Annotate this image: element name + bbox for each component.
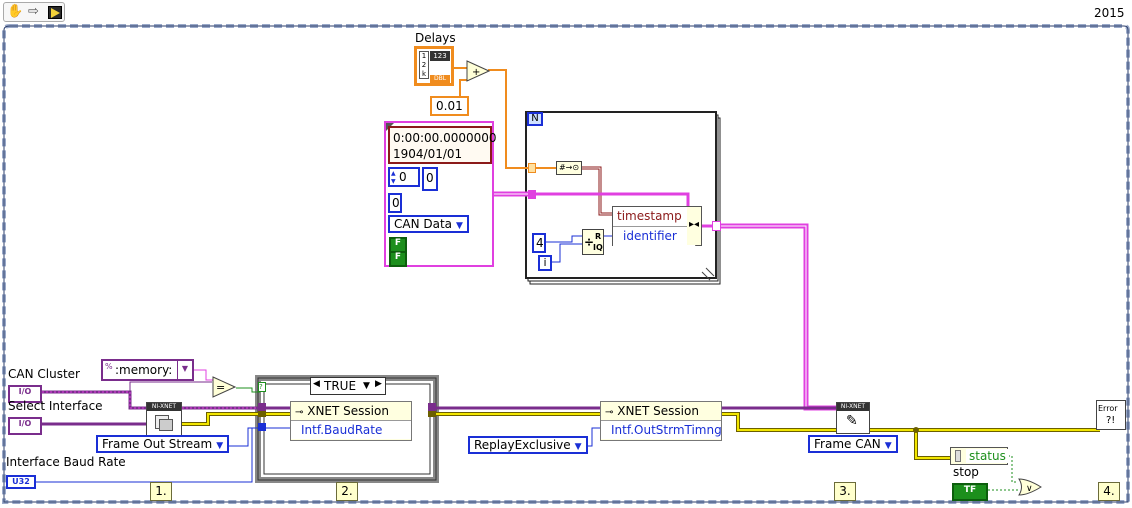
offset-constant[interactable]: 0.01 bbox=[430, 96, 469, 116]
baudrate-property-node[interactable]: ⊸ XNET Session Intf.BaudRate bbox=[290, 401, 412, 441]
case-tunnel-bool: ? bbox=[258, 382, 266, 392]
numeric-indicator-b[interactable]: 0 bbox=[422, 167, 438, 191]
property-baudrate[interactable]: Intf.BaudRate bbox=[291, 420, 411, 439]
interface-baud-rate-label: Interface Baud Rate bbox=[6, 455, 126, 469]
case-tunnel-error-out bbox=[428, 411, 436, 417]
baud-rate-terminal[interactable]: U32 bbox=[6, 475, 36, 489]
replay-exclusive-ring[interactable]: ReplayExclusive▼ bbox=[468, 436, 588, 454]
equal-function[interactable]: = bbox=[212, 376, 237, 398]
property-node-icon: ⊸ bbox=[295, 407, 304, 418]
boolean-constant-b[interactable]: F bbox=[389, 251, 407, 267]
arrow-icon[interactable]: ⇨ bbox=[28, 4, 39, 19]
run-icon[interactable] bbox=[48, 6, 62, 19]
outstrmtimng-property-node[interactable]: ⊸ XNET Session Intf.OutStrmTimng bbox=[600, 401, 722, 441]
stop-label: stop bbox=[953, 465, 979, 479]
svg-text:+: + bbox=[472, 67, 480, 78]
pencil-icon: ✎ bbox=[846, 413, 858, 429]
step-2-label: 2. bbox=[336, 482, 358, 501]
for-loop-count-terminal[interactable]: N bbox=[527, 112, 543, 126]
select-interface-terminal[interactable]: I/O bbox=[8, 417, 42, 435]
loop-tunnel-dbl bbox=[528, 163, 536, 173]
select-interface-label: Select Interface bbox=[8, 399, 103, 413]
toolbar: ✋ ⇨ 2015 bbox=[0, 0, 1132, 24]
property-node-class-2: XNET Session bbox=[617, 404, 699, 418]
divisor-constant[interactable]: 4 bbox=[532, 233, 546, 253]
add-function[interactable]: + bbox=[466, 60, 491, 82]
dbl-to-timestamp-function[interactable]: #→⊙ bbox=[556, 161, 582, 175]
step-1-label: 1. bbox=[150, 482, 172, 501]
property-node-icon-2: ⊸ bbox=[605, 407, 614, 418]
delays-label: Delays bbox=[415, 31, 456, 45]
or-function[interactable]: ∨ bbox=[1018, 478, 1042, 496]
timestamp-value: 0:00:00.0000000 bbox=[393, 131, 497, 145]
can-data-ring[interactable]: CAN Data▼ bbox=[388, 215, 469, 233]
can-cluster-label: CAN Cluster bbox=[8, 367, 80, 381]
property-outstrmtimng[interactable]: Intf.OutStrmTimng bbox=[601, 420, 722, 439]
property-node-class: XNET Session bbox=[307, 404, 389, 418]
error-label: Error bbox=[1098, 404, 1118, 413]
step-3-label: 3. bbox=[834, 482, 856, 501]
stop-button-terminal[interactable]: TF bbox=[952, 483, 988, 501]
can-cluster-constant[interactable]: 0:00:00.0000000 1904/01/01 ▲▼ 0 0 0 CAN … bbox=[384, 121, 497, 267]
loop-tunnel-cluster bbox=[528, 190, 536, 199]
status-unbundle[interactable]: status bbox=[950, 447, 1009, 465]
xnet-create-session-vi[interactable]: NI-XNET bbox=[146, 402, 182, 436]
error-handler-vi[interactable]: Error ?! bbox=[1096, 400, 1126, 430]
output-tunnel-array bbox=[712, 221, 721, 231]
dbl-badge: DBL bbox=[430, 75, 450, 83]
case-tunnel-error-in bbox=[258, 411, 266, 417]
iteration-terminal: i bbox=[538, 255, 552, 271]
case-tunnel-session-out bbox=[428, 403, 436, 411]
version-year: 2015 bbox=[1094, 6, 1125, 20]
bundle-field-identifier[interactable]: identifier bbox=[613, 227, 696, 246]
memory-constant[interactable]: % :memory: ▼ bbox=[101, 359, 194, 381]
case-tunnel-session-in bbox=[258, 403, 266, 411]
svg-text:=: = bbox=[216, 381, 225, 394]
bundle-by-name-node[interactable]: timestamp identifier ▸◂ bbox=[612, 206, 702, 246]
status-field: status bbox=[966, 449, 1009, 463]
quotient-remainder-function[interactable]: ÷ R IQ bbox=[582, 229, 604, 255]
numeric-indicator-c[interactable]: 0 bbox=[388, 193, 402, 213]
step-4-label: 4. bbox=[1098, 482, 1120, 501]
hand-icon[interactable]: ✋ bbox=[7, 4, 24, 19]
warning-icon: ?! bbox=[1106, 415, 1116, 426]
xnet-write-frame-vi[interactable]: NI-XNET ✎ bbox=[836, 402, 870, 434]
bundle-field-timestamp[interactable]: timestamp bbox=[613, 207, 690, 227]
tool-palette[interactable]: ✋ ⇨ bbox=[3, 2, 65, 22]
can-cluster-terminal[interactable]: I/O bbox=[8, 385, 42, 403]
timestamp-display[interactable]: 0:00:00.0000000 1904/01/01 bbox=[388, 126, 497, 164]
frame-out-stream-ring[interactable]: Frame Out Stream▼ bbox=[96, 435, 230, 453]
numeric-control-a[interactable]: ▲▼ 0 bbox=[388, 167, 420, 187]
frame-can-ring[interactable]: Frame CAN▼ bbox=[808, 435, 898, 453]
case-selector[interactable]: ◀ TRUE ▼ ▶ bbox=[310, 377, 386, 395]
case-tunnel-baud-in bbox=[258, 423, 266, 431]
svg-text:∨: ∨ bbox=[1026, 484, 1033, 494]
timestamp-date: 1904/01/01 bbox=[393, 147, 463, 161]
